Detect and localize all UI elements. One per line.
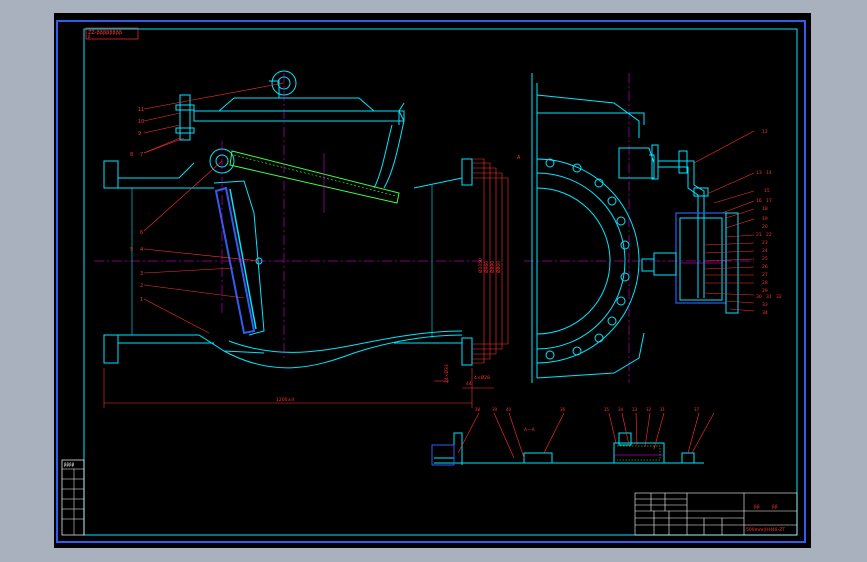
balloon-b-31: 31 <box>660 407 666 412</box>
balloon-33: 33 <box>762 302 768 308</box>
balloon-19: 19 <box>762 216 768 222</box>
balloon-11: 11 <box>138 107 144 113</box>
title-cell-2: ββ <box>772 504 778 510</box>
balloon-12: 12 <box>762 129 768 135</box>
right-leaders <box>693 130 755 312</box>
overall-length: 1200±4 <box>276 397 294 403</box>
balloon-32: 32 <box>776 294 782 300</box>
balloon-2: 2 <box>140 283 143 289</box>
balloon-6: 6 <box>140 230 143 236</box>
section-label: A—A <box>524 427 536 433</box>
bottom-section-view <box>431 432 704 466</box>
balloon-21: 21 <box>756 232 762 238</box>
balloon-30: 30 <box>756 294 762 300</box>
disc-arm <box>229 150 400 204</box>
bottom-leaders <box>457 412 715 459</box>
revision-table-header: ββββ <box>64 462 75 467</box>
flange-dimensions <box>103 158 509 408</box>
balloon-b-37: 37 <box>694 407 700 412</box>
balloon-15: 15 <box>764 188 770 194</box>
balloon-8: 8 <box>130 152 133 158</box>
dim-890: Ø890 <box>489 261 496 273</box>
bypass-assembly <box>641 150 739 314</box>
left-margin-rows <box>62 468 84 535</box>
balloon-34: 34 <box>762 310 768 316</box>
balloon-23: 23 <box>762 240 768 246</box>
balloon-24: 24 <box>762 248 768 254</box>
dimension-texts: 1200±4 Ø1050 Ø960 Ø890 Ø800 44 24×Ø33 4×… <box>276 258 502 403</box>
balloon-b-34: 34 <box>618 407 624 412</box>
left-margin-panel <box>61 459 85 536</box>
balloon-7: 7 <box>140 152 143 158</box>
left-balloon-numbers: 11 10 9 8 7 6 5 4 3 2 1 <box>130 107 144 303</box>
balloon-b-38: 38 <box>475 407 481 412</box>
bolt-holes <box>545 158 630 360</box>
stamp-sub: β <box>88 34 91 39</box>
balloon-b-40: 40 <box>506 407 512 412</box>
stamp-text: ZZ-ββββββββ <box>88 30 122 36</box>
title-cell-1: ββ <box>754 504 760 510</box>
balloon-29: 29 <box>762 288 768 294</box>
left-leaders <box>143 82 285 334</box>
flange-thickness: 44 <box>466 381 472 387</box>
balloon-16: 16 <box>756 198 762 204</box>
balloon-b-35: 35 <box>604 407 610 412</box>
balloon-17: 17 <box>766 198 772 204</box>
sheet-outer-border <box>56 20 806 543</box>
balloon-14: 14 <box>766 170 772 176</box>
side-view <box>531 73 659 383</box>
balloon-b-33: 33 <box>632 407 638 412</box>
balloon-4: 4 <box>140 247 143 253</box>
dim-800: Ø800 <box>495 261 502 273</box>
stamp-box <box>85 27 139 40</box>
balloon-31: 31 <box>766 294 772 300</box>
valve-body-section <box>103 80 473 369</box>
balloon-b-39: 39 <box>492 407 498 412</box>
balloon-22: 22 <box>766 232 772 238</box>
bonnet-bolt <box>175 94 195 141</box>
dim-1050: Ø1050 <box>477 258 484 273</box>
balloon-13: 13 <box>756 170 762 176</box>
bolt-label: 4×Ø28 <box>474 374 490 381</box>
balloon-1: 1 <box>140 297 143 303</box>
balloon-25: 25 <box>762 256 768 262</box>
drawing-number: 500mm(HH48-ZT <box>746 527 785 533</box>
balloon-10: 10 <box>138 119 144 125</box>
valve-assembly-drawing: ZZ-ββββββββ β <box>56 20 806 543</box>
sheet-inner-border <box>83 28 798 536</box>
balloon-3: 3 <box>140 271 143 277</box>
balloon-5: 5 <box>130 247 133 253</box>
view-a-label: A <box>517 155 521 161</box>
hole-note: 24×Ø33 <box>443 364 450 383</box>
centre-lines <box>94 73 754 383</box>
balloon-18: 18 <box>762 206 768 212</box>
balloon-28: 28 <box>762 280 768 286</box>
title-block-texts: ββ ββ 500mm(HH48-ZT <box>746 504 785 533</box>
bottom-balloon-numbers: 38 39 40 36 35 34 33 32 31 37 <box>475 407 700 412</box>
balloon-26: 26 <box>762 264 768 270</box>
balloon-9: 9 <box>138 131 141 137</box>
title-block <box>634 492 798 536</box>
valve-disc <box>214 186 256 335</box>
balloon-b-32: 32 <box>646 407 652 412</box>
cad-viewport[interactable]: ZZ-ββββββββ β <box>54 13 811 548</box>
balloon-27: 27 <box>762 272 768 278</box>
right-balloon-numbers: 12 13 14 15 16 17 18 19 20 21 22 23 24 2… <box>756 129 782 316</box>
dim-960: Ø960 <box>483 261 490 273</box>
balloon-20: 20 <box>762 224 768 230</box>
balloon-b-36: 36 <box>560 407 566 412</box>
